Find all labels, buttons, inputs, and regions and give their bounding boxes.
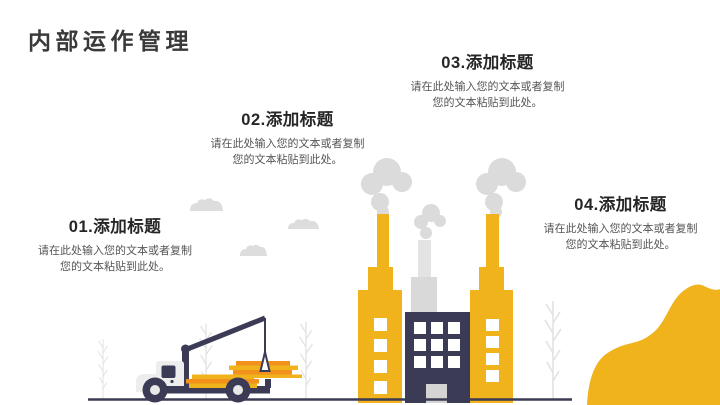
cloud-icon xyxy=(190,198,223,211)
bare-tree-icon xyxy=(97,338,109,400)
tower-windows xyxy=(486,319,499,382)
text-block-04: 04.添加标题 请在此处输入您的文本或者复制 您的文本粘贴到此处。 xyxy=(533,191,708,254)
factory-left-tower xyxy=(358,214,402,403)
section-body-line: 您的文本粘贴到此处。 xyxy=(432,96,543,109)
factory xyxy=(358,158,526,403)
chimney-smoke-left xyxy=(361,158,412,218)
factory-main-building xyxy=(405,312,470,403)
slide-title: 内部运作管理 xyxy=(28,28,193,54)
section-body: 请在此处输入您的文本或者复制 您的文本粘贴到此处。 xyxy=(200,137,375,169)
section-body: 请在此处输入您的文本或者复制 您的文本粘贴到此处。 xyxy=(400,80,575,112)
section-heading: 04.添加标题 xyxy=(574,196,667,214)
chimney-smoke-center xyxy=(414,204,446,239)
section-body-line: 您的文本粘贴到此处。 xyxy=(232,153,343,166)
text-block-01: 01.添加标题 请在此处输入您的文本或者复制 您的文本粘贴到此处。 xyxy=(25,213,205,276)
clouds xyxy=(190,198,319,256)
chimney-smoke-right xyxy=(476,158,526,218)
truck-bed xyxy=(166,386,270,394)
text-block-02: 02.添加标题 请在此处输入您的文本或者复制 您的文本粘贴到此处。 xyxy=(200,106,375,169)
lumber-planks-bed xyxy=(186,374,259,388)
section-body: 请在此处输入您的文本或者复制 您的文本粘贴到此处。 xyxy=(25,244,205,276)
factory-right-tower xyxy=(470,214,513,403)
text-block-03: 03.添加标题 请在此处输入您的文本或者复制 您的文本粘贴到此处。 xyxy=(400,49,575,112)
center-chimney-base xyxy=(411,277,437,313)
section-body-line: 请在此处输入您的文本或者复制 xyxy=(210,138,365,150)
bare-tree-icon xyxy=(298,320,314,400)
section-heading: 01.添加标题 xyxy=(68,218,162,236)
cloud-icon xyxy=(240,244,267,256)
section-body-line: 请在此处输入您的文本或者复制 xyxy=(410,81,565,93)
crane-truck xyxy=(136,315,302,403)
section-body-line: 请在此处输入您的文本或者复制 xyxy=(38,245,192,257)
section-body: 请在此处输入您的文本或者复制 您的文本粘贴到此处。 xyxy=(533,222,708,254)
bare-tree-icon xyxy=(544,300,562,400)
crane-mast xyxy=(182,346,189,390)
section-body-line: 请在此处输入您的文本或者复制 xyxy=(543,223,698,235)
section-body-line: 您的文本粘贴到此处。 xyxy=(60,260,170,273)
crane-arm xyxy=(184,315,266,353)
crane-hook xyxy=(259,351,271,372)
truck-window xyxy=(161,365,176,378)
section-heading: 03.添加标题 xyxy=(441,54,534,72)
cloud-icon xyxy=(288,218,319,229)
building-windows xyxy=(414,322,460,368)
center-chimney-top xyxy=(418,240,431,280)
tower-windows xyxy=(374,318,387,394)
section-body-line: 您的文本粘贴到此处。 xyxy=(565,238,676,251)
section-heading: 02.添加标题 xyxy=(241,111,334,129)
corner-blob xyxy=(587,284,720,405)
